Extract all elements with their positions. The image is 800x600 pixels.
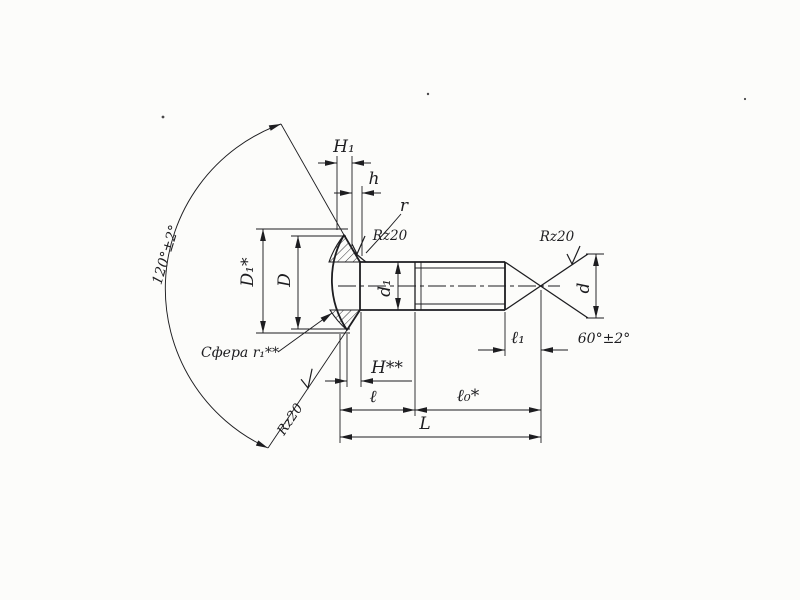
label-L: L bbox=[418, 414, 430, 434]
speck bbox=[161, 115, 165, 119]
head-cone-extension-top bbox=[280, 123, 345, 236]
roughness-mark-tip-icon bbox=[566, 245, 581, 266]
head-section-hatch-bottom bbox=[329, 309, 362, 331]
label-D1: D₁* bbox=[238, 257, 258, 287]
speck bbox=[426, 92, 430, 96]
label-l0: ℓ₀* bbox=[457, 386, 480, 406]
roughness-mark-flank-icon bbox=[300, 368, 313, 390]
label-rz-tip: Rz20 bbox=[539, 229, 575, 245]
roughness-symbols bbox=[300, 235, 581, 390]
head-angle-arc bbox=[164, 123, 282, 449]
sphere-leader bbox=[277, 312, 333, 353]
label-rz-head: Rz20 bbox=[372, 228, 408, 244]
point-cone-line-b bbox=[504, 253, 589, 311]
label-sphere-radius: Сфера r₁** bbox=[201, 345, 279, 361]
r-leader bbox=[365, 213, 402, 254]
label-H1: H₁ bbox=[332, 137, 355, 157]
scan-specks bbox=[161, 92, 747, 119]
head-cone-extension-bottom bbox=[267, 329, 348, 449]
label-tip-angle: 60°±2° bbox=[578, 331, 630, 347]
label-d1: d₁ bbox=[375, 279, 395, 297]
label-d: d bbox=[574, 282, 594, 293]
label-D: D bbox=[275, 273, 295, 288]
screw-outline bbox=[328, 234, 589, 331]
speck bbox=[743, 97, 747, 101]
extension-lines bbox=[256, 123, 604, 449]
label-h: h bbox=[369, 169, 380, 189]
roughness-mark-head-icon bbox=[351, 235, 366, 256]
label-l: ℓ bbox=[369, 387, 376, 407]
point-cone-line-a bbox=[504, 261, 589, 319]
head-section-hatch-top bbox=[328, 234, 361, 263]
dimension-lines bbox=[260, 160, 599, 440]
leader-lines bbox=[277, 213, 402, 353]
label-H: H** bbox=[370, 358, 403, 378]
label-r: r bbox=[400, 196, 409, 216]
label-l1: ℓ₁ bbox=[511, 328, 525, 348]
